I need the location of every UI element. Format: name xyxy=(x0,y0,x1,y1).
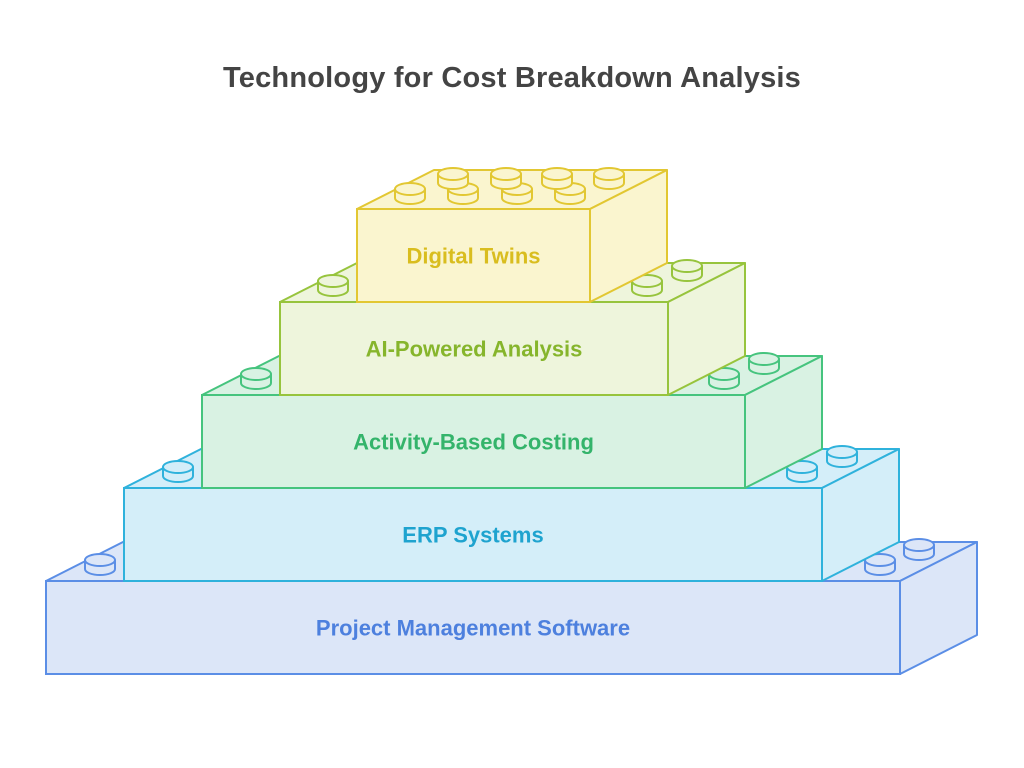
layer-label: Digital Twins xyxy=(406,244,540,269)
layer-label: Project Management Software xyxy=(316,616,630,641)
stud xyxy=(240,367,272,390)
stud xyxy=(864,553,896,576)
block-front-face xyxy=(356,208,591,303)
stud xyxy=(903,538,935,561)
stud xyxy=(394,182,426,205)
block-front-face xyxy=(201,394,746,489)
stud xyxy=(490,167,522,190)
stud xyxy=(593,167,625,190)
layer-label: AI-Powered Analysis xyxy=(366,337,583,362)
stud xyxy=(84,553,116,576)
stud xyxy=(748,352,780,375)
block-front-face xyxy=(279,301,669,396)
stud xyxy=(437,167,469,190)
stud xyxy=(826,445,858,468)
stud xyxy=(541,167,573,190)
diagram-title: Technology for Cost Breakdown Analysis xyxy=(222,62,802,94)
stud xyxy=(671,259,703,282)
layer-digital-twins: Digital Twins xyxy=(356,167,668,303)
stud xyxy=(162,460,194,483)
block-front-face xyxy=(45,580,901,675)
stud xyxy=(317,274,349,297)
layer-label: Activity-Based Costing xyxy=(353,430,594,455)
layer-label: ERP Systems xyxy=(402,523,543,548)
block-front-face xyxy=(123,487,823,582)
